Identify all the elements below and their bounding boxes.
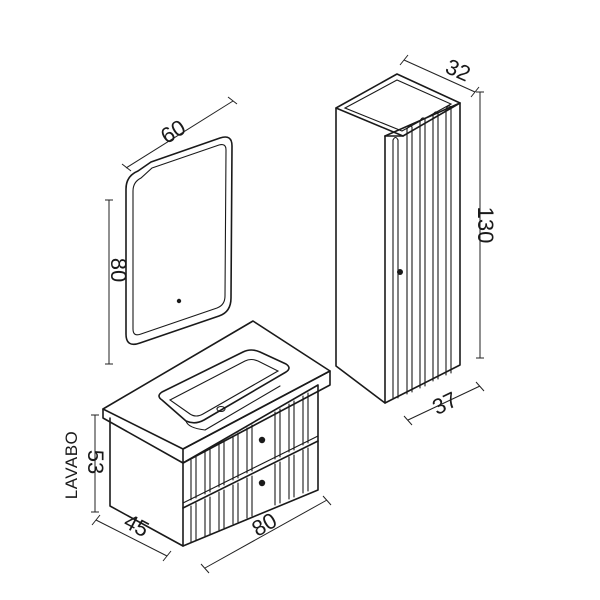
mirror-width-dimension: 60 — [121, 96, 238, 172]
sink-basin — [158, 349, 290, 431]
vanity-unit — [102, 320, 331, 547]
column-depth-dimension: 32 — [399, 54, 480, 98]
column-door-slats — [392, 105, 452, 399]
mirror-width-label: 60 — [156, 115, 190, 149]
bottom-drawer-knob — [258, 479, 266, 487]
vanity-drawer-slats — [190, 392, 309, 543]
column-door-knob — [397, 269, 403, 275]
tall-column-cabinet — [335, 73, 461, 404]
vanity-label: LAVABO — [62, 431, 81, 500]
vanity-depth-dimension: 45 — [91, 509, 172, 562]
column-height-dimension: 130 — [473, 91, 498, 359]
vanity-width-dimension: 80 — [200, 495, 332, 574]
led-mirror — [125, 136, 233, 346]
vanity-height-label: 53 — [83, 450, 108, 474]
column-height-label: 130 — [473, 207, 498, 244]
column-width-dimension: 37 — [403, 381, 485, 426]
mirror-touch-sensor — [176, 298, 182, 304]
mirror-height-label: 80 — [106, 258, 131, 282]
sink-drain — [216, 405, 226, 413]
mirror-height-dimension: 80 — [105, 199, 131, 365]
top-drawer-knob — [258, 436, 266, 444]
vanity-height-dimension: 53 — [83, 414, 108, 513]
column-depth-label: 32 — [442, 54, 475, 87]
column-width-label: 37 — [428, 387, 461, 420]
